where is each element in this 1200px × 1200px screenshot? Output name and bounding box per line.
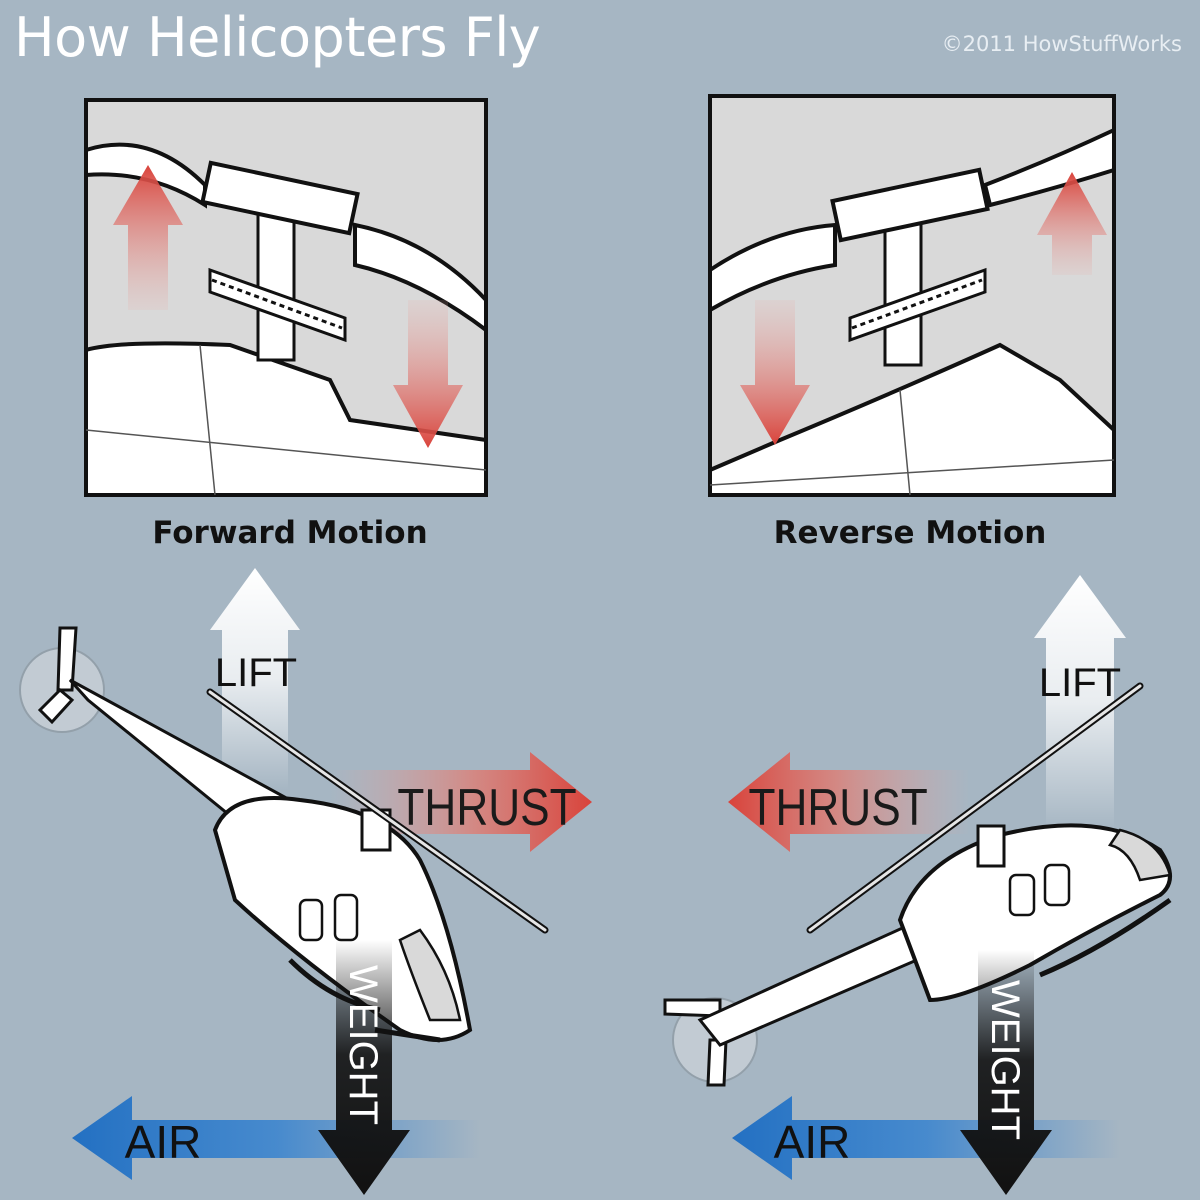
- thrust-arrow-reverse: [728, 752, 970, 852]
- air-arrow-forward: [72, 1096, 480, 1180]
- air-arrow-reverse: [732, 1096, 1120, 1180]
- page-title: How Helicopters Fly: [14, 6, 541, 69]
- air-label-reverse: AIR: [774, 1116, 851, 1168]
- blade-down-arrow: [393, 300, 463, 448]
- lift-arrow-reverse: [1034, 575, 1126, 830]
- weight-arrow-forward: [318, 940, 410, 1195]
- copyright-notice: ©2011 HowStuffWorks: [941, 32, 1182, 56]
- caption-reverse-motion: Reverse Motion: [773, 515, 1047, 551]
- weight-label-forward: WEIGHT: [341, 965, 385, 1125]
- blade-down-arrow-reverse: [740, 300, 810, 445]
- lift-label-forward: LIFT: [215, 651, 297, 695]
- reverse-rotor-detail-panel: [708, 94, 1116, 497]
- weight-label-reverse: WEIGHT: [983, 980, 1027, 1140]
- lift-label-reverse: LIFT: [1039, 661, 1121, 705]
- blade-up-arrow: [113, 165, 183, 310]
- thrust-label-reverse: THRUST: [748, 779, 927, 837]
- forward-helicopter: LIFT THRUST AIR: [19, 568, 592, 1195]
- forward-rotor-detail-panel: [84, 98, 488, 497]
- thrust-label-forward: THRUST: [397, 779, 576, 837]
- reverse-helicopter: LIFT THRUST AIR: [663, 575, 1172, 1195]
- air-label-forward: AIR: [125, 1116, 202, 1168]
- caption-forward-motion: Forward Motion: [152, 515, 428, 551]
- lift-arrow-forward: [210, 568, 300, 790]
- blade-up-arrow-reverse: [1037, 172, 1107, 275]
- weight-arrow-reverse: [960, 950, 1052, 1195]
